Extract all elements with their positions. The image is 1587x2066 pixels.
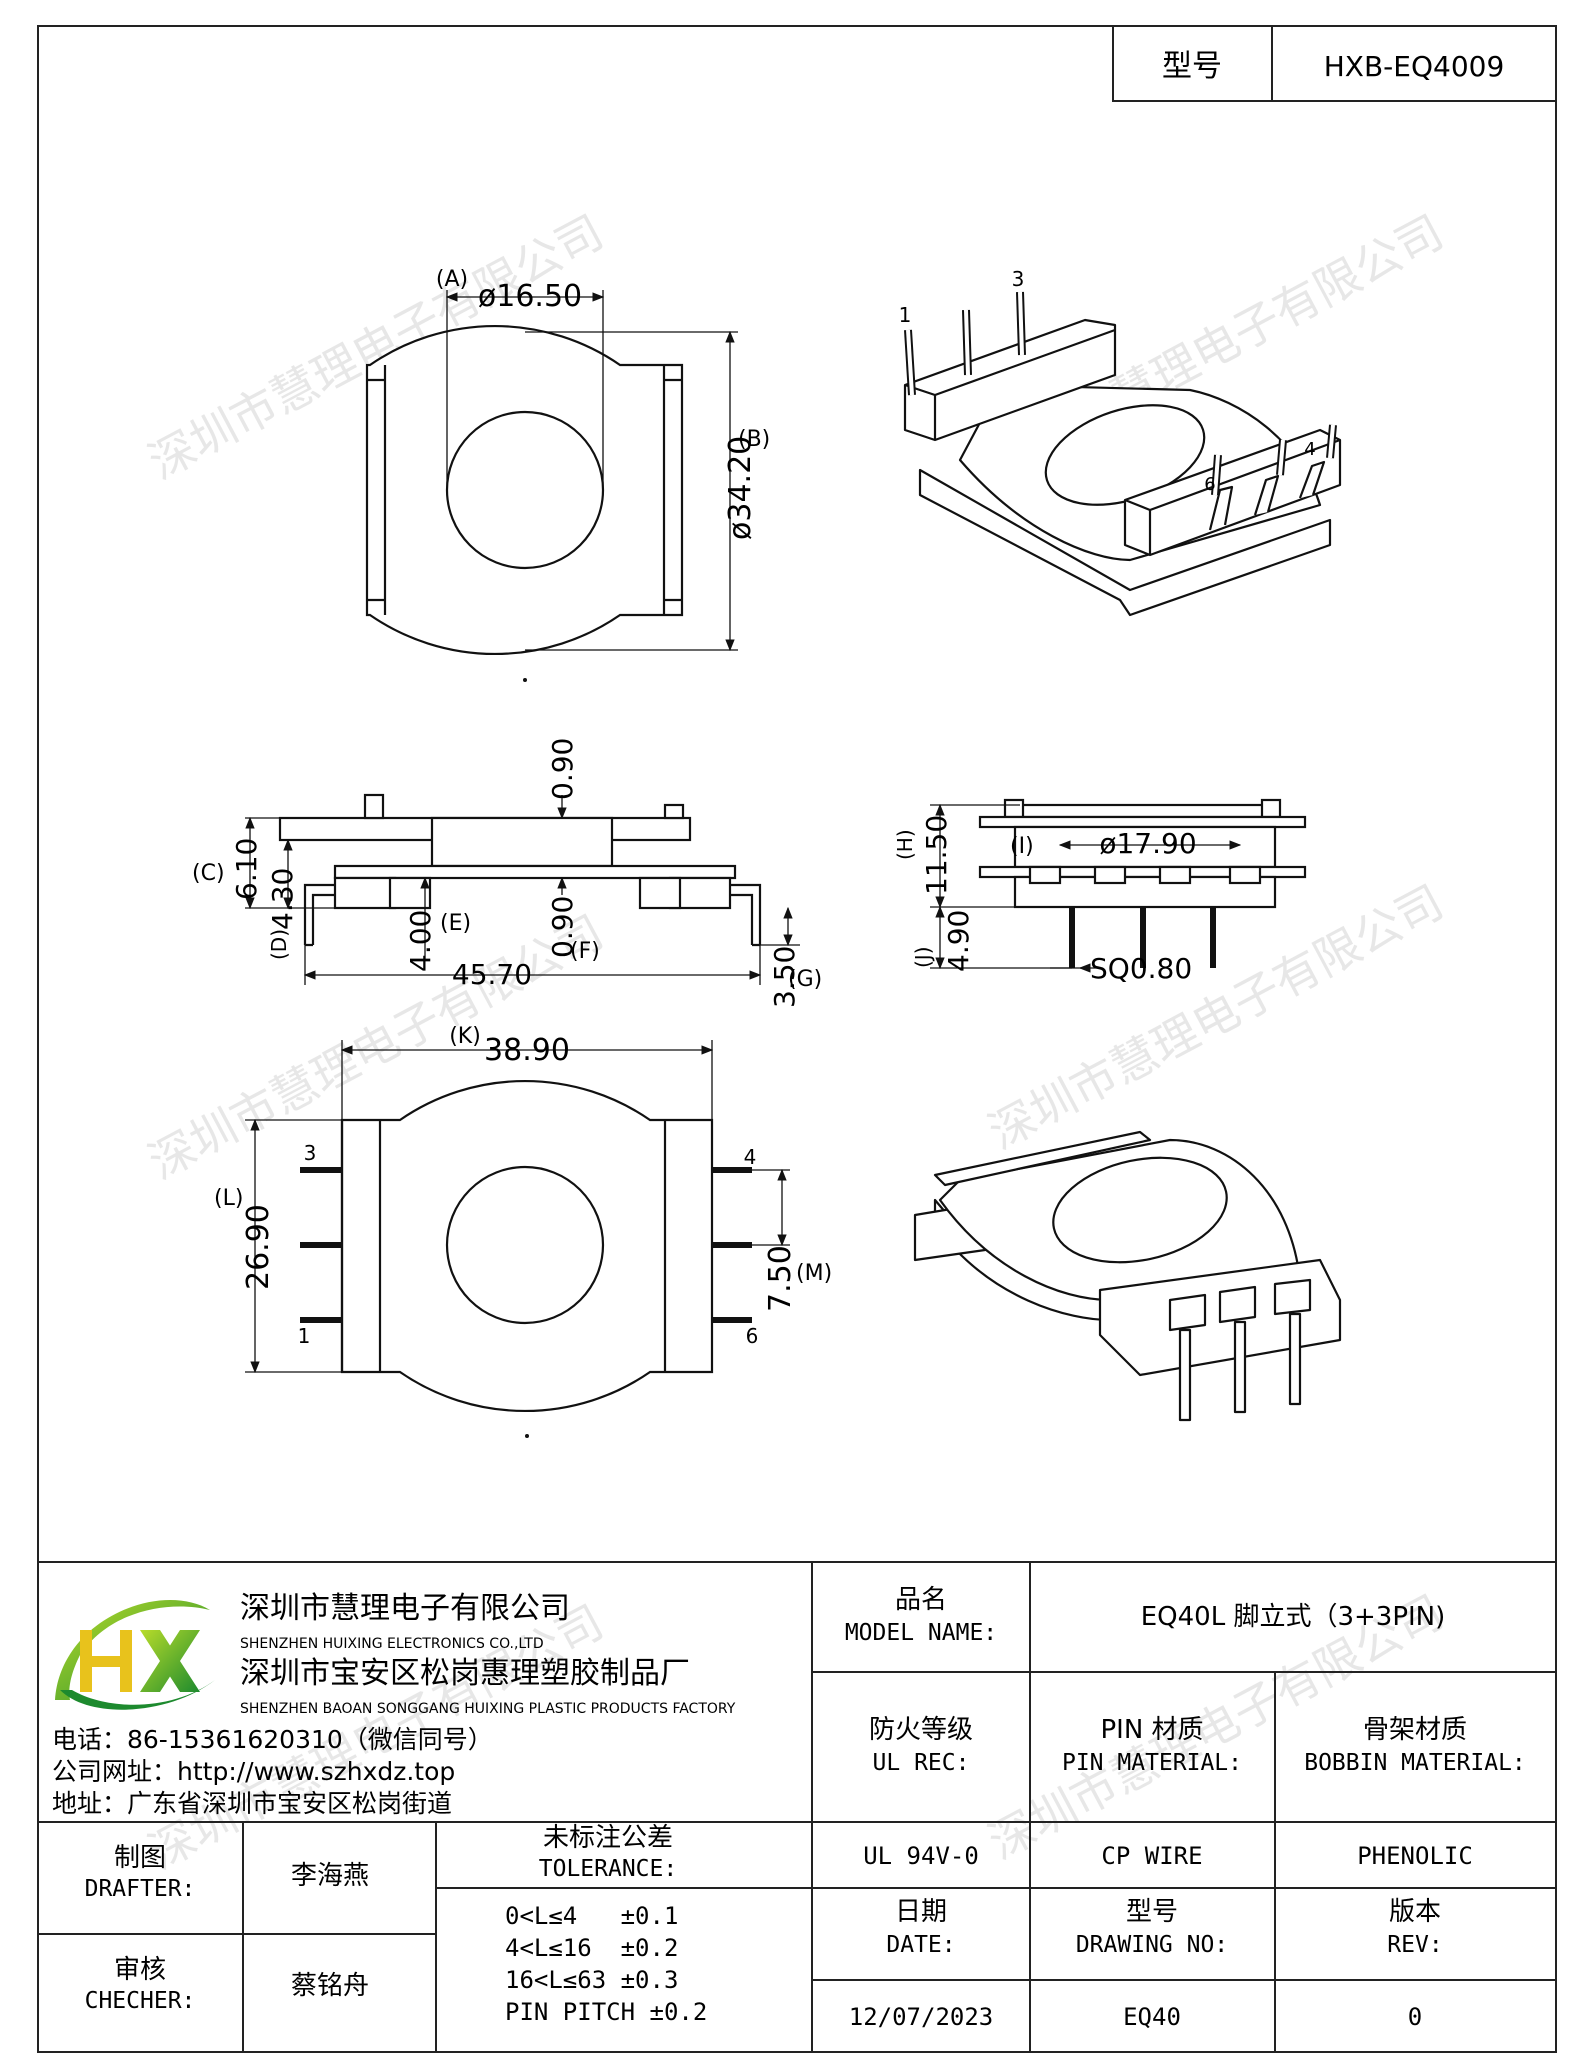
tag-m: (M) [796,1261,832,1286]
model-name-cn: 品名 [895,1585,947,1615]
company-phone: 电话：86-15361620310（微信同号） [52,1725,493,1754]
model-name-value: EQ40L 脚立式（3+3PIN) [1141,1602,1446,1632]
company-name-cn-2: 深圳市宝安区松岗惠理塑胶制品厂 [240,1656,690,1691]
tag-j: (J) [911,946,935,968]
bottom-view [245,1040,790,1413]
date-value: 12/07/2023 [849,2003,994,2031]
header-model-label: 型号 [1162,49,1222,84]
bottom-pin-1: 1 [298,1324,311,1348]
company-logo [55,1600,215,1710]
rev-cn: 版本 [1389,1897,1441,1927]
date-cn: 日期 [895,1897,947,1927]
dim-a: ø16.50 [478,279,582,314]
tag-k: (K) [449,1024,481,1049]
dim-b: ø34.20 [723,436,758,540]
header-box: 型号 HXB-EQ4009 [1112,25,1557,102]
drawing-no-cn: 型号 [1126,1897,1178,1927]
tolerance-line-4: PIN PITCH ±0.2 [505,1998,707,2026]
company-name-cn-1: 深圳市慧理电子有限公司 [240,1591,570,1626]
drawing-no-value: EQ40 [1123,2003,1181,2031]
dim-h: 11.50 [920,815,953,895]
dim-d: 4.30 [266,868,299,930]
header-model-value: HXB-EQ4009 [1324,50,1505,83]
drafter-cn: 制图 [114,1843,166,1873]
tag-h: (H) [893,829,917,860]
dim-g: 3.50 [768,946,801,1008]
model-name-en: MODEL NAME: [845,1620,997,1646]
pin-material-en: PIN MATERIAL: [1062,1750,1242,1776]
center-dot [523,678,527,682]
bottom-pin-4: 4 [744,1145,757,1169]
dim-mid-090: 0.90 [546,896,579,958]
bobbin-material-en: BOBBIN MATERIAL: [1304,1750,1526,1776]
iso-pin-1: 1 [899,303,912,327]
end-view [930,798,1307,973]
side-view [245,793,800,985]
dim-e: 4.00 [404,910,437,972]
ul-rec-value: UL 94V-0 [863,1842,979,1870]
iso-pin-6: 6 [1204,474,1215,495]
bobbin-material-cn: 骨架材质 [1363,1715,1467,1745]
tolerance-en: TOLERANCE: [539,1856,677,1882]
tolerance-line-2: 4<L≤16 ±0.2 [505,1934,678,1962]
sheet-border [37,25,1557,2053]
tag-e: (E) [440,911,471,936]
tag-l: (L) [214,1186,243,1211]
pin-material-cn: PIN 材质 [1100,1715,1203,1745]
bobbin-material-value: PHENOLIC [1357,1842,1473,1870]
drafter-en: DRAFTER: [85,1876,196,1902]
company-name-en-1: SHENZHEN HUIXING ELECTRONICS CO.,LTD [240,1636,544,1652]
title-block-grid [38,1561,1556,2052]
dim-j: 4.90 [942,910,975,972]
dim-top-090: 0.90 [546,738,579,800]
center-dot-bottom [525,1434,529,1438]
company-website: 公司网址：http://www.szhxdz.top [52,1757,455,1786]
checker-en: CHECHER: [85,1988,196,2014]
pin-material-value: CP WIRE [1101,1842,1202,1870]
tag-c: (C) [192,861,225,886]
tag-a: (A) [436,267,468,292]
iso-top-view [903,291,1342,617]
checker-cn: 审核 [114,1955,166,1985]
tolerance-line-1: 0<L≤4 ±0.1 [505,1902,678,1930]
rev-en: REV: [1387,1932,1442,1958]
bottom-pin-6: 6 [746,1324,759,1348]
drawing-no-en: DRAWING NO: [1076,1932,1228,1958]
dim-f: 45.70 [452,958,532,991]
ul-rec-cn: 防火等级 [869,1715,973,1745]
checker-name: 蔡铭舟 [291,1971,369,2001]
ul-rec-en: UL REC: [873,1750,970,1776]
drafter-name: 李海燕 [291,1861,369,1891]
company-name-en-2: SHENZHEN BAOAN SONGGANG HUIXING PLASTIC … [240,1701,736,1717]
bottom-pin-3: 3 [304,1141,317,1165]
dim-i: ø17.90 [1099,827,1196,860]
dim-c: 6.10 [230,838,263,900]
tag-i: (I) [1010,834,1034,859]
tag-d: (D) [267,929,291,960]
tolerance-cn: 未标注公差 [543,1823,673,1853]
tag-f: (F) [570,939,600,964]
company-address: 地址：广东省深圳市宝安区松岗街道 [52,1789,452,1818]
dim-m: 7.50 [763,1245,798,1312]
dim-l: 26.90 [241,1204,276,1290]
dim-k: 38.90 [484,1033,570,1068]
tag-b: (B) [738,427,770,452]
iso-pin-3: 3 [1012,267,1025,291]
iso-bottom-view [913,1130,1342,1422]
tolerance-line-3: 16<L≤63 ±0.3 [505,1966,678,1994]
top-view [365,290,738,656]
dim-sq: SQ0.80 [1090,952,1192,985]
iso-pin-4: 4 [1304,439,1315,460]
tag-g: (G) [788,967,822,992]
date-en: DATE: [886,1932,955,1958]
rev-value: 0 [1408,2003,1422,2031]
